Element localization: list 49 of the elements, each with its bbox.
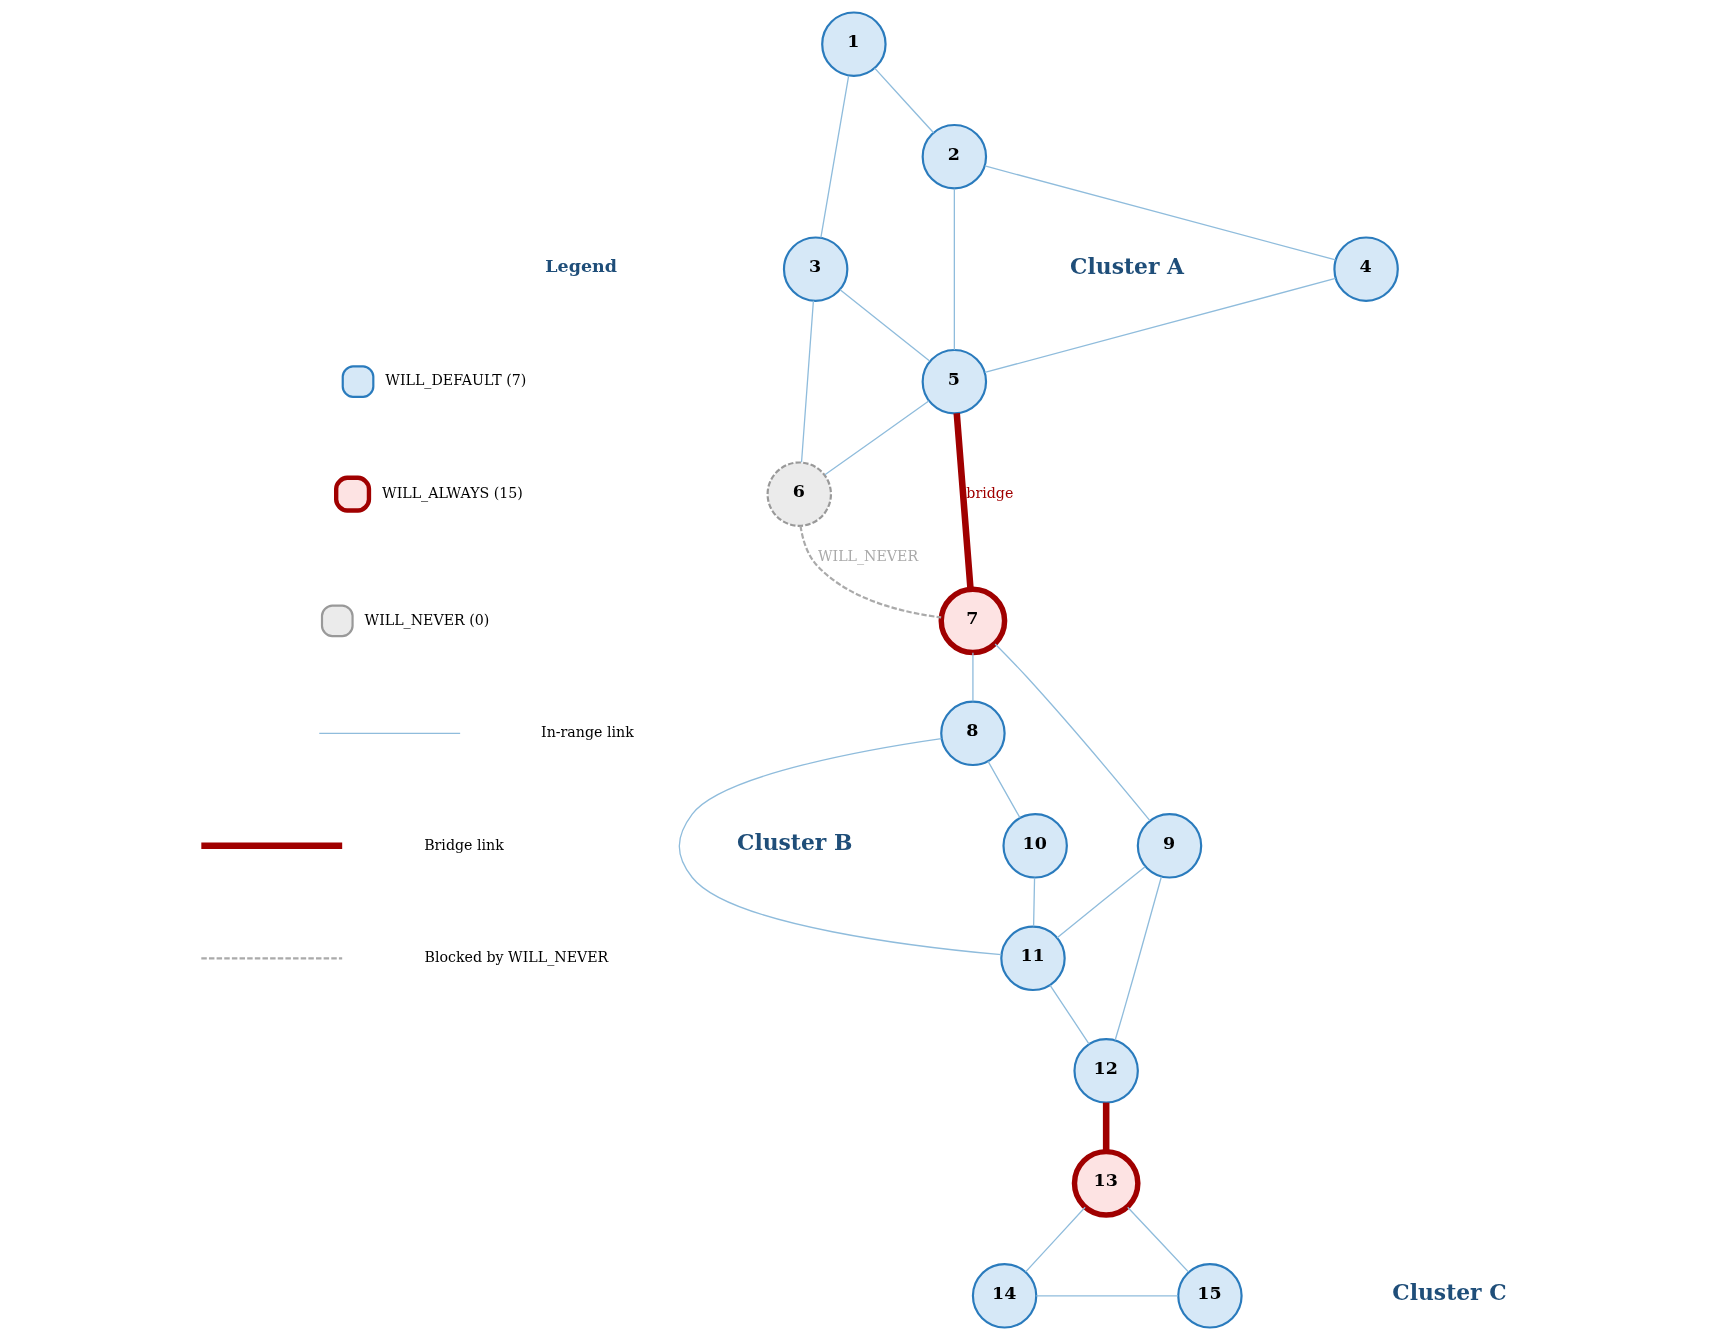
node-circle: 12 — [1073, 1038, 1139, 1104]
connector — [1049, 984, 1090, 1045]
connector — [820, 75, 850, 239]
node-circle: 2 — [921, 123, 988, 190]
node-circle: 15 — [1177, 1263, 1243, 1329]
connector — [953, 188, 955, 351]
legend-label: Blocked by WILL_NEVER — [424, 949, 609, 966]
connector — [799, 525, 942, 619]
label: Legend — [545, 256, 617, 277]
legend-label: In-range link — [541, 724, 634, 741]
label: Cluster A — [1070, 252, 1184, 279]
connector — [1032, 877, 1036, 927]
edge-label: WILL_NEVER — [817, 548, 919, 565]
node-circle: 11 — [1000, 925, 1066, 992]
node-circle: 14 — [971, 1263, 1038, 1329]
connector — [800, 300, 815, 463]
connector — [839, 289, 931, 362]
connector — [1114, 876, 1163, 1041]
node-circle: 1 — [821, 11, 887, 77]
node-circle: 5 — [921, 348, 988, 415]
connector — [1056, 866, 1146, 939]
node-circle: 8 — [940, 700, 1006, 767]
connector — [972, 652, 974, 702]
connector — [984, 165, 1337, 261]
node-circle: 6 — [766, 461, 833, 527]
connector — [994, 643, 1151, 822]
node-circle: 4 — [1333, 236, 1399, 302]
node-circle: 9 — [1136, 813, 1203, 879]
legend-label: WILL_ALWAYS (15) — [382, 484, 523, 501]
legend-label: Bridge link — [424, 836, 504, 853]
node-circle: 7 — [938, 586, 1008, 656]
connector — [874, 67, 935, 134]
connector — [678, 737, 1002, 956]
connector — [984, 277, 1337, 374]
connector — [953, 413, 974, 590]
connector — [1102, 1102, 1110, 1152]
node-circle: 10 — [1002, 813, 1068, 879]
connector — [824, 400, 930, 476]
edge-label: bridge — [966, 484, 1014, 501]
connector — [1127, 1206, 1190, 1273]
node-circle: 13 — [1071, 1148, 1141, 1218]
label: Cluster C — [1392, 1279, 1507, 1306]
connector — [1024, 1206, 1086, 1273]
connector — [1035, 1295, 1179, 1297]
connector — [987, 760, 1021, 819]
node-circle: 3 — [782, 236, 849, 302]
legend-label: WILL_DEFAULT (7) — [385, 372, 527, 389]
label: Cluster B — [737, 829, 853, 856]
legend-label: WILL_NEVER (0) — [364, 611, 490, 628]
